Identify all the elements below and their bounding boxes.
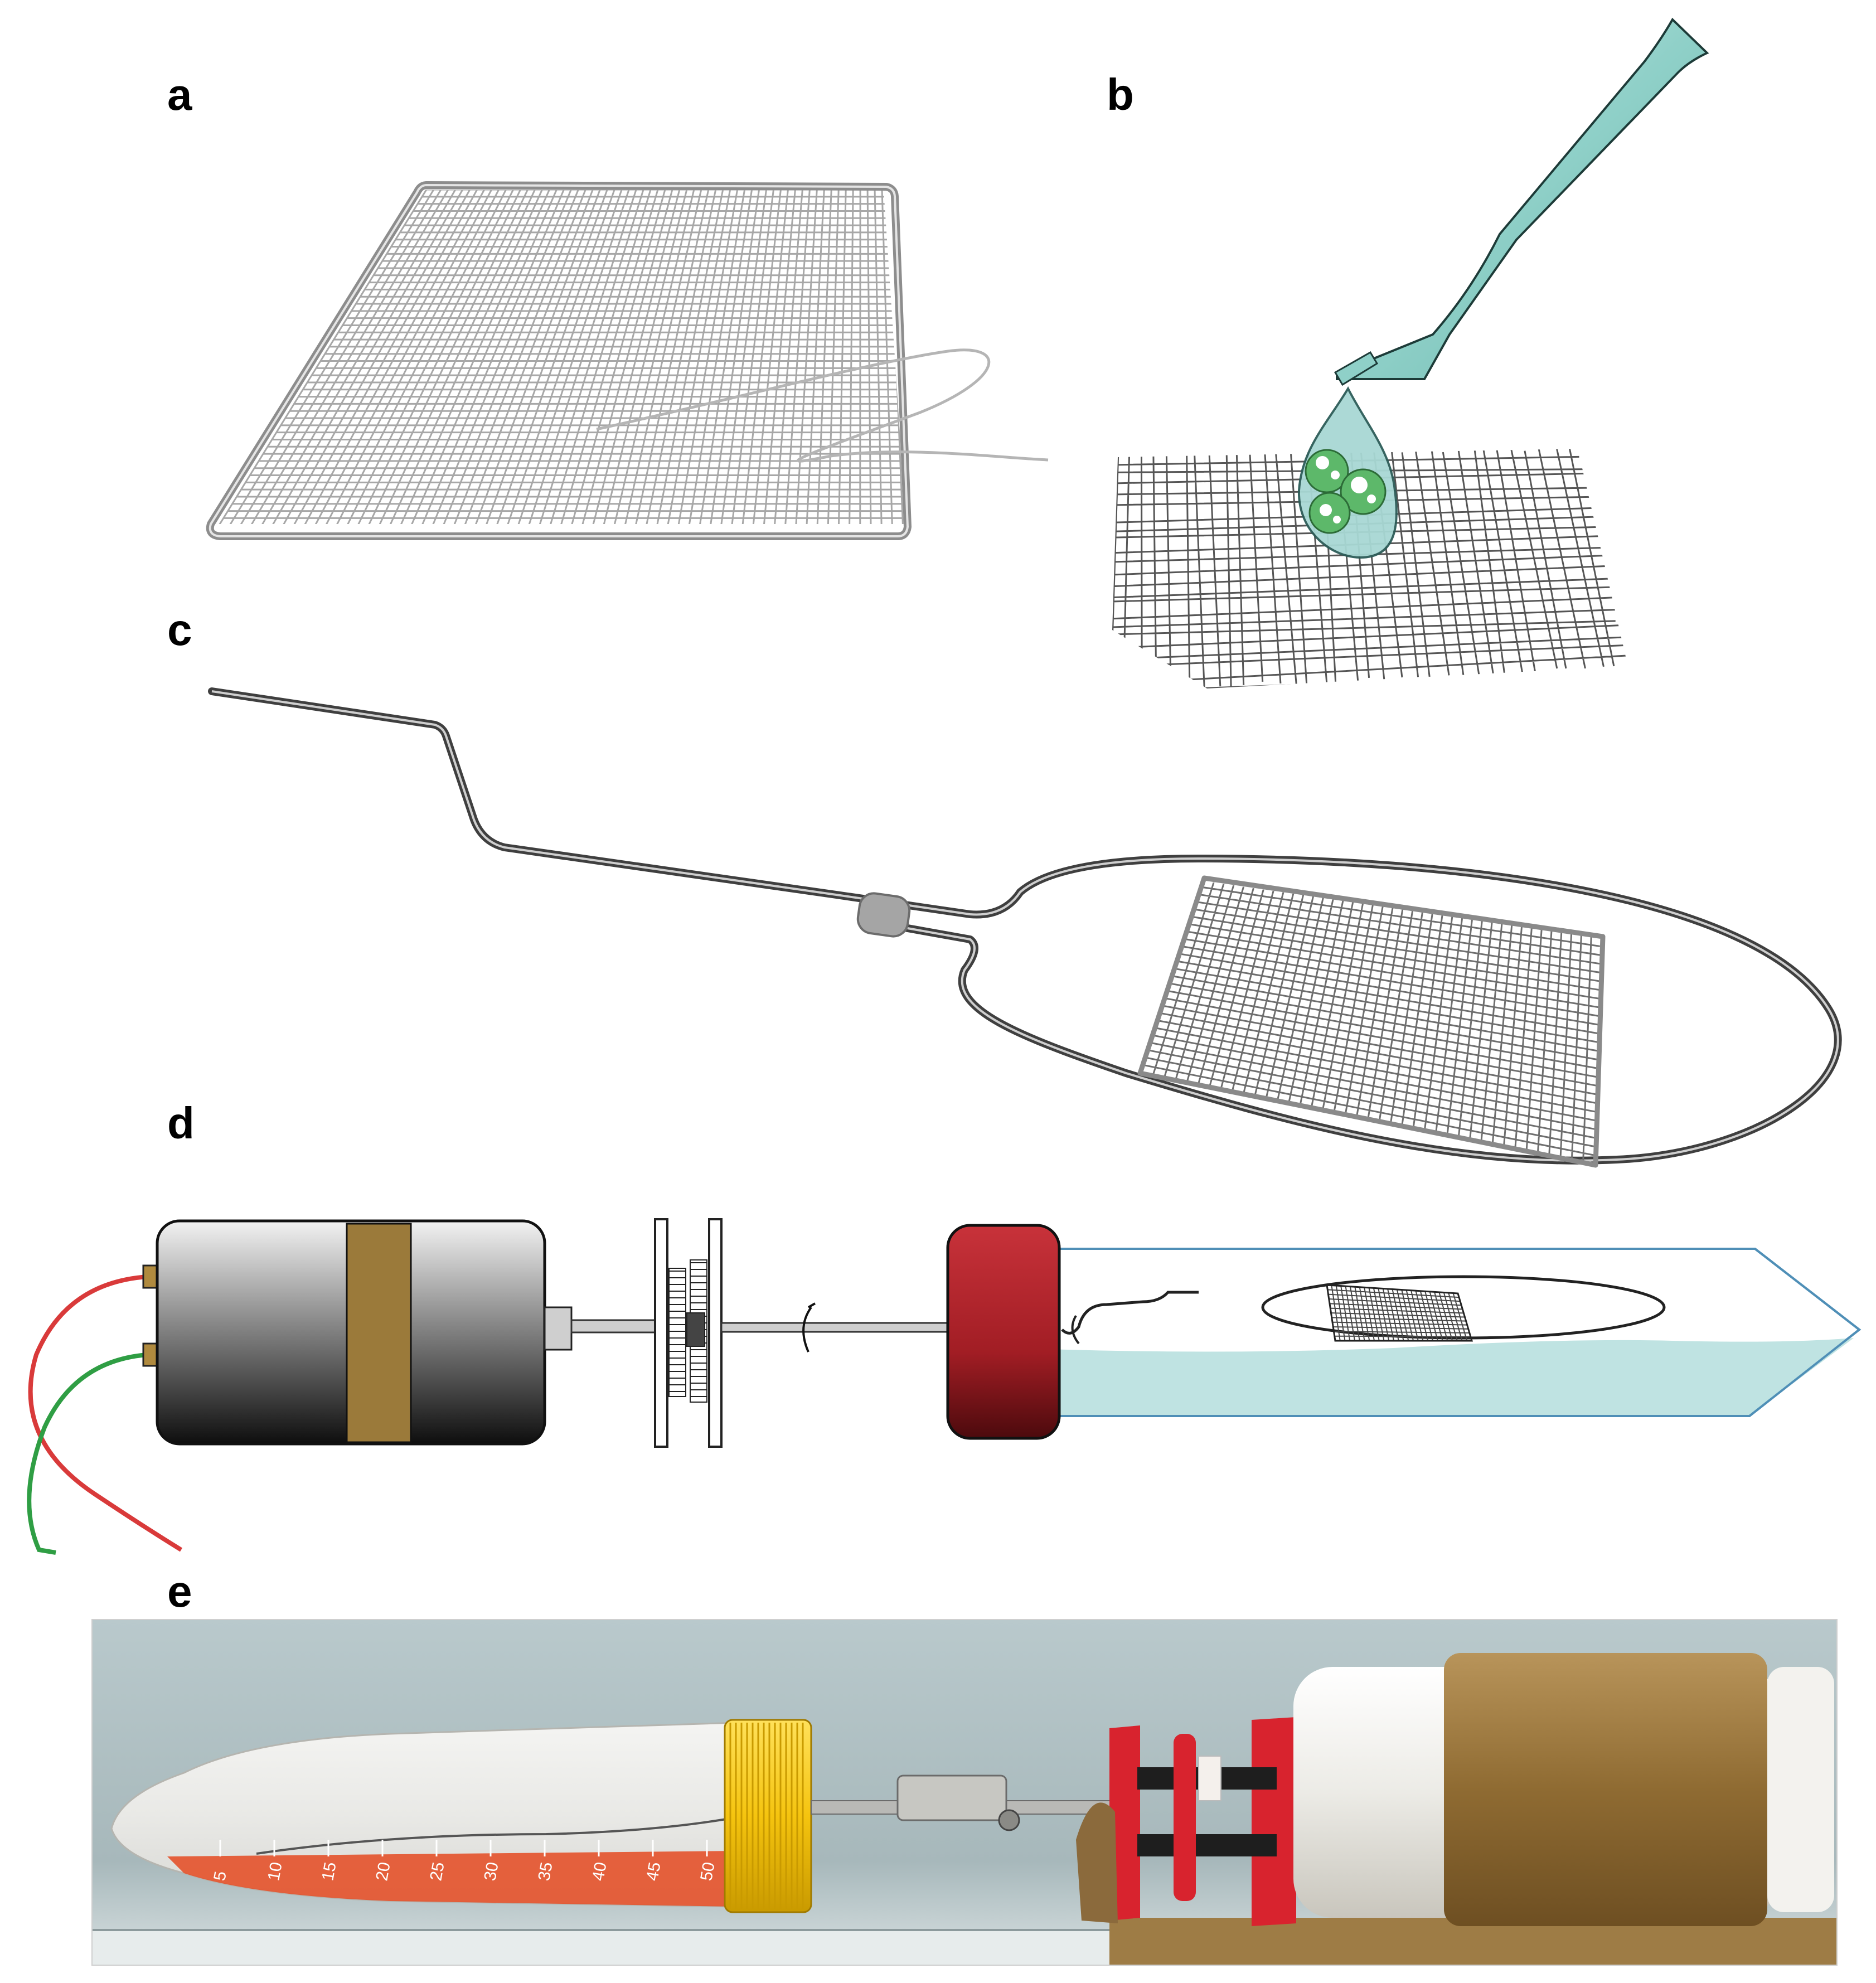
tube-scale-label: 10	[264, 1861, 285, 1883]
panel-c-holder	[212, 691, 1838, 1165]
motor-shaft-collar	[545, 1307, 571, 1350]
tube-scale-label: 30	[481, 1861, 502, 1883]
gear-plate-left	[655, 1219, 667, 1447]
gear-train	[669, 1260, 707, 1402]
photo-yellow-cap	[725, 1720, 811, 1912]
tube-scale-label: 50	[697, 1861, 718, 1883]
panel-d-rotator	[29, 1219, 1859, 1553]
tube-scale-label: 45	[643, 1861, 664, 1883]
panel-a-mesh-frame	[210, 185, 1048, 536]
motor-shaft	[571, 1320, 661, 1332]
tube-scale-label: 15	[318, 1861, 340, 1883]
gear-plate-right	[709, 1219, 721, 1447]
tube-cap	[948, 1225, 1059, 1438]
tube-scale-label: 35	[535, 1861, 556, 1883]
tube-scale-label: 40	[589, 1861, 610, 1883]
panel-b-seeding	[1107, 20, 1707, 695]
motor-band	[347, 1224, 411, 1442]
photo-red-gear	[1174, 1734, 1196, 1901]
holder-wire-highlight	[212, 691, 1838, 1161]
photo-motor-end	[1767, 1667, 1834, 1912]
photo-white-gear	[1199, 1756, 1221, 1801]
tube-scale-label: 25	[426, 1861, 448, 1883]
photo-motor-tape	[1444, 1653, 1767, 1926]
output-shaft	[721, 1323, 950, 1332]
photo-coupler	[898, 1776, 1006, 1820]
wire-clamp	[856, 891, 911, 938]
photo-set-screw	[999, 1810, 1019, 1830]
photo-red-plate-right	[1252, 1717, 1296, 1926]
panel-a-mesh-grid	[215, 190, 903, 532]
panel-e-photo: 5101520253035404550	[92, 1620, 1837, 1965]
tube-scale-label: 20	[372, 1861, 394, 1883]
pipette	[1337, 20, 1707, 379]
green-lead-wire	[29, 1355, 148, 1553]
photo-rod-bottom	[1137, 1834, 1277, 1856]
